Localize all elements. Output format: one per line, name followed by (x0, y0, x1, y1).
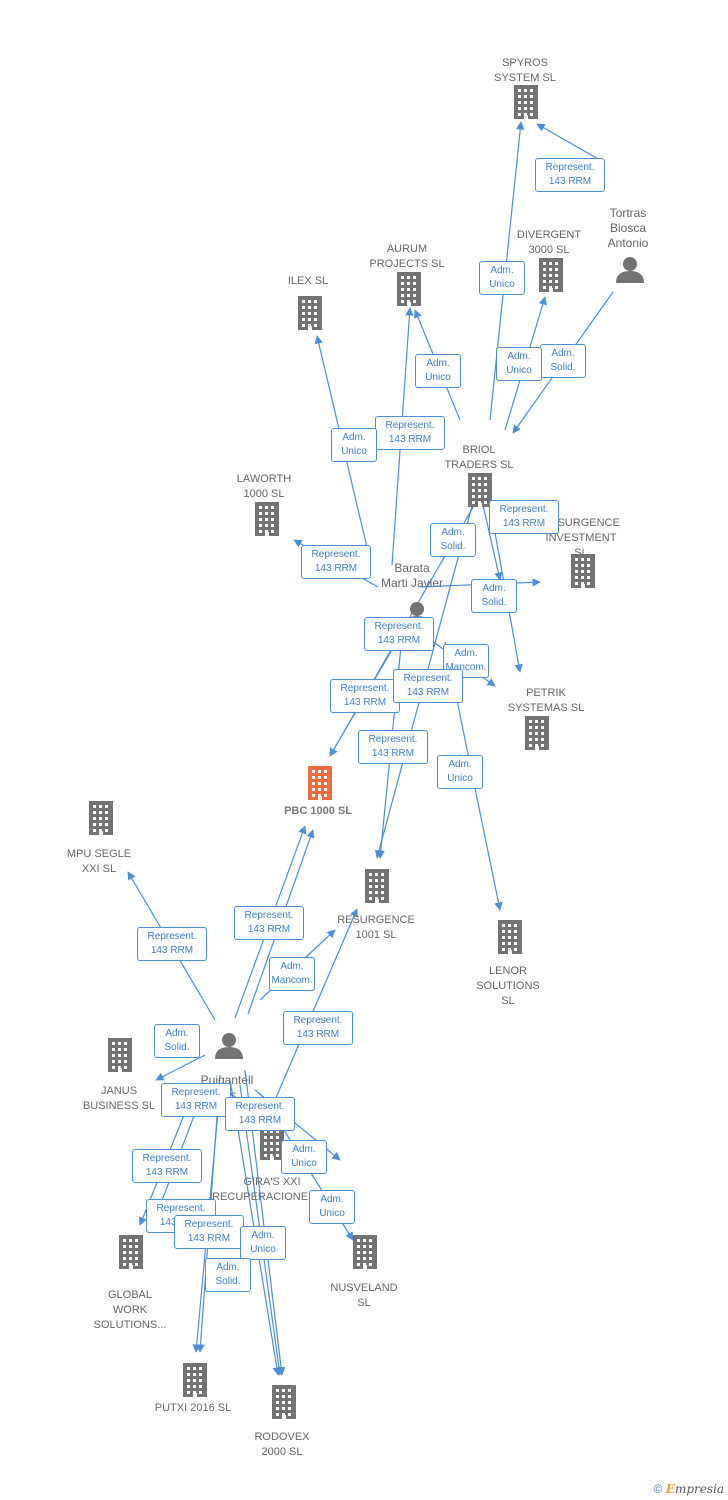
building-icon-lenor[interactable] (498, 920, 522, 954)
edge-label-e28[interactable]: Adm. Unico (281, 1140, 327, 1174)
edge-label-e6[interactable]: Adm. Unico (496, 347, 542, 381)
edge-label-e4[interactable]: Adm. Solid. (540, 344, 586, 378)
company-label-divergent[interactable]: DIVERGENT 3000 SL (516, 229, 582, 256)
building-icon-rodovex[interactable] (272, 1385, 296, 1419)
edge-label-e26[interactable]: Represent. 143 RRM (225, 1097, 295, 1131)
building-icon-nusveland[interactable] (353, 1235, 377, 1269)
building-icon-spyros[interactable] (514, 85, 538, 119)
building-icon-pbc[interactable] (308, 766, 332, 800)
person-label-barata[interactable]: Barata Marti Javier (380, 561, 443, 590)
company-label-rodovex[interactable]: RODOVEX 2000 SL (254, 1431, 310, 1458)
edge-label-e12[interactable]: Adm. Solid. (471, 579, 517, 613)
company-label-nusveland[interactable]: NUSVELAND SL (330, 1282, 398, 1309)
edge-label-e2[interactable]: Adm. Unico (479, 261, 525, 295)
edge-label-e27[interactable]: Represent. 143 RRM (132, 1149, 202, 1183)
company-label-aurum[interactable]: AURUM PROJECTS SL (369, 243, 445, 270)
edge-label-e1[interactable]: Represent. 143 RRM (535, 158, 605, 192)
edge-label-e18[interactable]: Adm. Unico (437, 755, 483, 789)
company-label-ilex[interactable]: ILEX SL (287, 275, 329, 287)
edge-label-e10[interactable]: Represent. 143 RRM (489, 500, 559, 534)
company-label-spyros[interactable]: SPYROS SYSTEM SL (494, 57, 556, 84)
company-label-resinv[interactable]: RESURGENCE INVESTMENT SL (542, 517, 620, 559)
building-icon-divergent[interactable] (539, 258, 563, 292)
person-label-tortras[interactable]: Tortras Biosca Antonio (607, 206, 649, 250)
company-label-putxi[interactable]: PUTXI 2016 SL (154, 1402, 232, 1414)
edge-label-e32[interactable]: Adm. Unico (240, 1226, 286, 1260)
edge-label-e9[interactable]: Adm. Solid. (430, 523, 476, 557)
edge-label-e24[interactable]: Adm. Solid. (154, 1024, 200, 1058)
edge-label-e17[interactable]: Represent. 143 RRM (358, 730, 428, 764)
edge-label-e19[interactable]: Represent. 143 RRM (137, 927, 207, 961)
building-icon-laworth[interactable] (255, 502, 279, 536)
node-icons (89, 85, 644, 1419)
building-icon-petrik[interactable] (525, 716, 549, 750)
edge-label-e13[interactable]: Represent. 143 RRM (364, 617, 434, 651)
company-label-lenor[interactable]: LENOR SOLUTIONS SL (476, 965, 540, 1007)
edge-label-e25[interactable]: Represent. 143 RRM (161, 1083, 231, 1117)
company-label-laworth[interactable]: LAWORTH 1000 SL (236, 473, 292, 500)
edge-label-e16[interactable]: Represent. 143 RRM (393, 669, 463, 703)
edge-label-e29[interactable]: Adm. Unico (309, 1190, 355, 1224)
footer-credit: © Empresia (654, 1482, 724, 1496)
company-label-res1001[interactable]: RESURGENCE 1001 SL (337, 914, 415, 941)
building-icon-ilex[interactable] (298, 296, 322, 330)
company-label-janus[interactable]: JANUS BUSINESS SL (82, 1085, 156, 1112)
company-label-petrik[interactable]: PETRIK SYSTEMAS SL (507, 687, 585, 714)
empresia-logo[interactable]: Empresia (665, 1482, 724, 1496)
building-icon-mpu[interactable] (89, 801, 113, 835)
copyright-symbol: © (653, 1482, 663, 1496)
edge-label-e8[interactable]: Adm. Unico (331, 428, 377, 462)
edge-label-e5[interactable]: Adm. Unico (415, 354, 461, 388)
building-icon-res1001[interactable] (365, 869, 389, 903)
building-icon-gira[interactable] (260, 1126, 284, 1160)
building-icon-aurum[interactable] (397, 272, 421, 306)
company-label-global[interactable]: GLOBAL WORK SOLUTIONS... (93, 1289, 167, 1331)
building-icon-putxi[interactable] (183, 1363, 207, 1397)
edge-line-22 (274, 908, 358, 1101)
edge-label-e33[interactable]: Adm. Solid. (205, 1258, 251, 1292)
building-icon-briol[interactable] (468, 473, 492, 507)
building-icon-janus[interactable] (108, 1038, 132, 1072)
edge-label-e7[interactable]: Represent. 143 RRM (375, 416, 445, 450)
edge-line-9 (482, 504, 503, 581)
edge-label-e31[interactable]: Represent. 143 RRM (174, 1215, 244, 1249)
company-label-gira[interactable]: GIRA'S XXI RECUPERACIONES SL (212, 1176, 332, 1203)
edge-label-e11[interactable]: Represent. 143 RRM (301, 545, 371, 579)
building-icon-resinv[interactable] (571, 554, 595, 588)
edge-line-23 (155, 1054, 206, 1081)
edge-label-e15[interactable]: Represent. 143 RRM (330, 679, 400, 713)
edge-label-e20[interactable]: Represent. 143 RRM (234, 906, 304, 940)
company-label-mpu[interactable]: MPU SEGLE XXI SL (66, 848, 132, 875)
edge-line-2 (536, 123, 601, 161)
edge-label-e22[interactable]: Adm. Mancom. (269, 957, 315, 991)
person-icon-puigantell[interactable] (215, 1033, 243, 1059)
person-icon-tortras[interactable] (616, 257, 644, 283)
company-label-briol[interactable]: BRIOL TRADERS SL (444, 444, 514, 471)
edge-label-e23[interactable]: Represent. 143 RRM (283, 1011, 353, 1045)
building-icon-global[interactable] (119, 1235, 143, 1269)
company-label-pbc[interactable]: PBC 1000 SL (284, 805, 352, 817)
